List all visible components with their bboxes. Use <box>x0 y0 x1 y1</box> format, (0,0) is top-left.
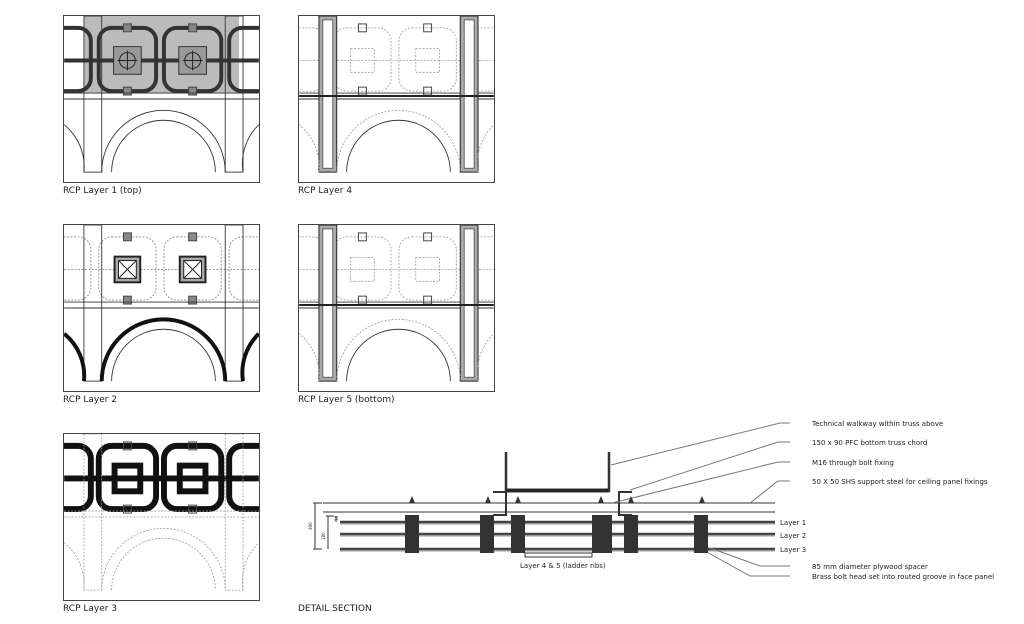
dim-panels: 180 <box>321 532 326 540</box>
rcp-layer-2-caption: RCP Layer 2 <box>63 395 118 405</box>
arch <box>336 318 461 382</box>
pillar <box>224 434 244 591</box>
layer-2-label: Layer 2 <box>780 532 806 540</box>
fret-cell <box>333 27 392 92</box>
arch <box>299 333 320 382</box>
arch <box>101 527 226 591</box>
fret-cell <box>333 236 392 301</box>
dim-panel: 18 <box>334 515 339 521</box>
arch <box>64 124 85 173</box>
pillar <box>83 434 103 591</box>
pillar <box>83 16 103 173</box>
arch <box>336 109 461 173</box>
rcp-layer-2-svg <box>64 225 259 382</box>
rcp-layer-2-drawing <box>63 224 260 392</box>
detail-section-caption: DETAIL SECTION <box>298 604 372 614</box>
rcp-layer-4-svg <box>299 16 494 173</box>
rcp-layer-3-svg <box>64 434 259 591</box>
pillar <box>224 16 244 173</box>
callout-brass: Brass bolt head set into routed groove i… <box>812 573 994 581</box>
arch <box>64 332 87 382</box>
callout-bolt: M16 through bolt fixing <box>812 459 894 467</box>
rcp-layer-5-svg <box>299 225 494 382</box>
layer-1-label: Layer 1 <box>780 519 806 527</box>
rcp-layer-1-svg <box>64 16 259 173</box>
callout-spacer: 85 mm diameter plywood spacer <box>812 563 928 571</box>
arch <box>101 109 226 173</box>
fret-cell <box>228 236 259 301</box>
detail-section-drawing: 390 180 18 Layer 1 Layer 2 Layer 3 Layer… <box>308 420 994 581</box>
fret-cell <box>398 236 457 301</box>
dim-overall: 390 <box>308 522 313 530</box>
arch <box>99 317 228 382</box>
arch <box>64 542 85 591</box>
layer-3-label: Layer 3 <box>780 546 806 554</box>
callout-walkway: Technical walkway within truss above <box>811 420 943 428</box>
rcp-layer-3-caption: RCP Layer 3 <box>63 604 118 614</box>
rcp-layer-5-drawing <box>298 224 495 392</box>
rcp-layer-4-drawing <box>298 15 495 183</box>
rcp-layer-3-drawing <box>63 433 260 601</box>
rcp-layer-1-drawing <box>63 15 260 183</box>
ribs-label: Layer 4 & 5 (ladder ribs) <box>520 562 606 570</box>
rcp-layer-4-caption: RCP Layer 4 <box>298 186 353 196</box>
callout-pfc: 150 x 90 PFC bottom truss chord <box>812 439 927 447</box>
pillar <box>83 225 103 382</box>
pillar <box>224 225 244 382</box>
rcp-layer-5-caption: RCP Layer 5 (bottom) <box>298 395 395 405</box>
fret-cell <box>398 27 457 92</box>
callout-shs: 50 X 50 SHS support steel for ceiling pa… <box>812 478 988 486</box>
arch <box>299 124 320 173</box>
rcp-layer-1-caption: RCP Layer 1 (top) <box>63 186 142 196</box>
fret-cell <box>64 236 92 301</box>
